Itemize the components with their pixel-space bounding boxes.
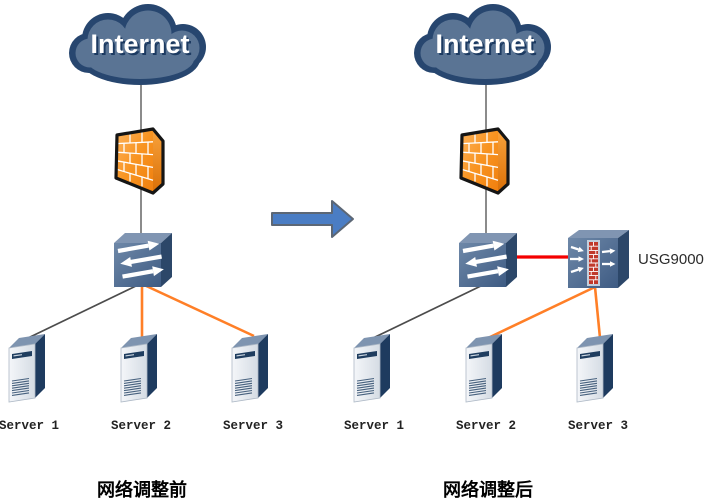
server-icon xyxy=(575,330,621,404)
server-icon xyxy=(119,330,165,404)
firewall-icon xyxy=(448,121,528,199)
link-switch-server3-before xyxy=(141,282,255,338)
link-switch-server1-before xyxy=(27,283,141,339)
server-label: Server 1 xyxy=(0,419,59,433)
server-icon xyxy=(464,330,510,404)
diagram-caption-after: 网络调整后 xyxy=(443,480,533,500)
usg9000-label: USG9000 xyxy=(638,251,704,268)
server-label: Server 1 xyxy=(343,419,404,433)
server-icon xyxy=(352,330,398,404)
usg9000-icon xyxy=(565,226,635,294)
server-icon xyxy=(7,330,53,404)
internet-cloud-icon xyxy=(409,3,561,87)
switch-icon xyxy=(110,226,174,290)
server-label: Server 2 xyxy=(110,419,171,433)
switch-icon xyxy=(455,226,519,290)
server-label: Server 3 xyxy=(567,419,628,433)
diagram-caption-before: 网络调整前 xyxy=(97,480,187,500)
firewall-icon xyxy=(103,121,183,199)
internet-cloud-icon xyxy=(64,3,216,87)
link-usg9000-server2 xyxy=(487,285,596,340)
server-label: Server 2 xyxy=(455,419,516,433)
link-switch-server1-after xyxy=(372,283,486,339)
server-icon xyxy=(230,330,276,404)
server-label: Server 3 xyxy=(222,419,283,433)
transition-arrow-icon xyxy=(271,200,354,238)
link-usg9000-server3 xyxy=(593,286,602,339)
